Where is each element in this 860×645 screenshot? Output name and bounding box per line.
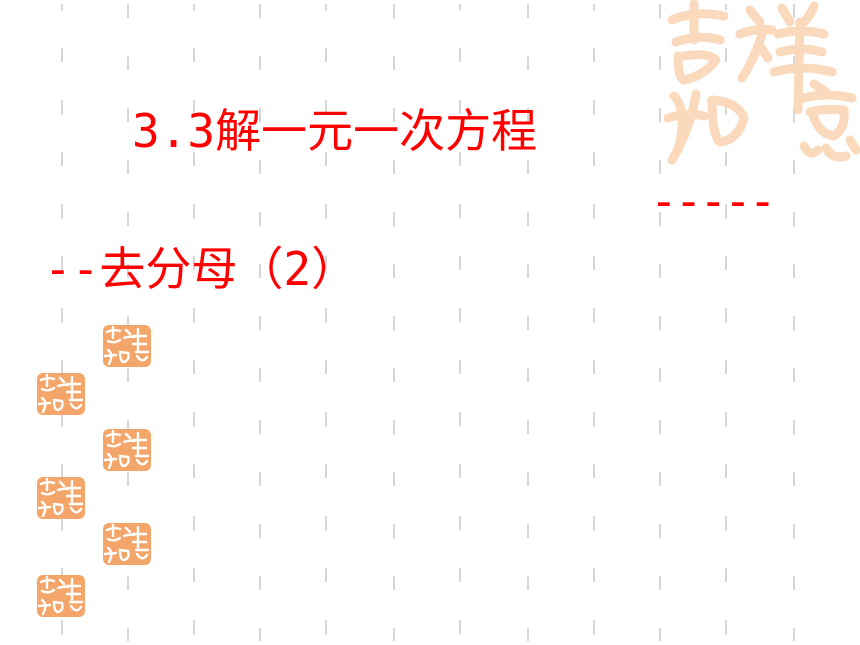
seal-stamp-icon [103, 325, 151, 367]
seal-stamp-icon [103, 523, 151, 565]
slide-title-line-3: --去分母（2） [44, 242, 358, 296]
seal-stamp-icon [37, 575, 85, 617]
slide-title-line-2: ----- [650, 174, 776, 228]
auspicious-seal-watermark-icon [664, 0, 860, 165]
seal-stamp-icon [37, 477, 85, 519]
seal-stamp-icon [103, 429, 151, 471]
slide-title-line-1: 3.3解一元一次方程 [132, 104, 538, 158]
seal-stamp-icon [37, 373, 85, 415]
